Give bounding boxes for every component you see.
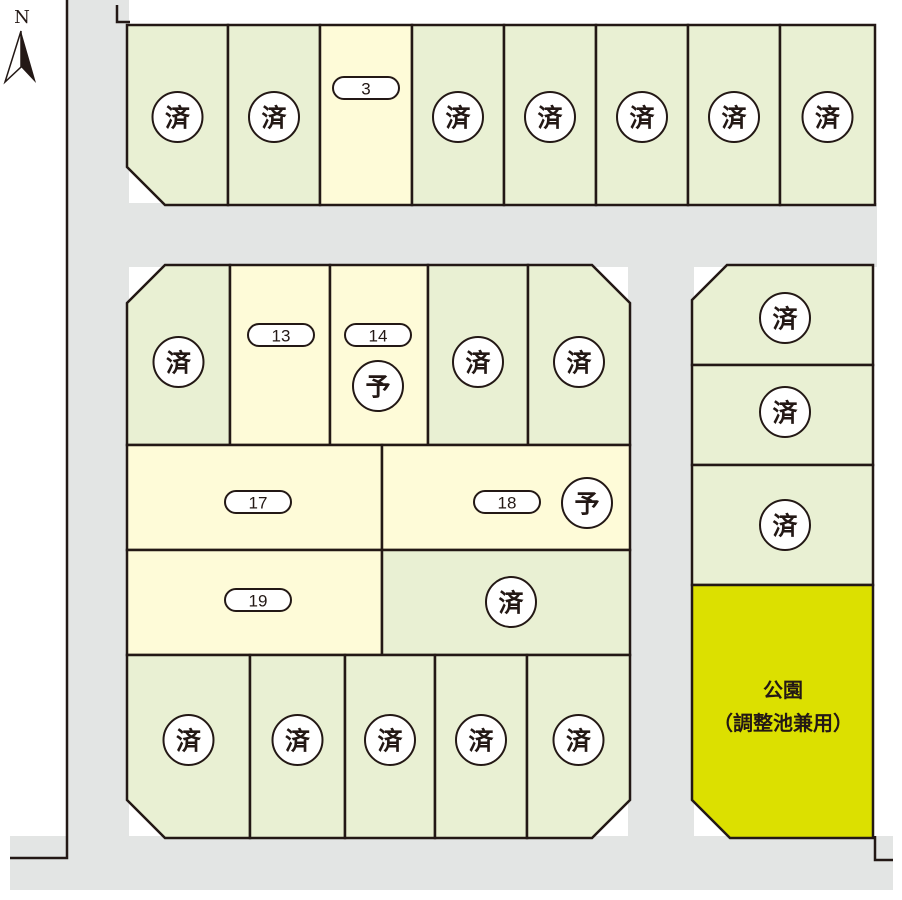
- lot-sold-24[interactable]: 済: [690, 463, 875, 587]
- sold-badge-icon: [364, 714, 416, 766]
- lot-sold-18[interactable]: 済: [248, 653, 347, 840]
- sold-mark: 済: [176, 727, 202, 756]
- lot-number: 18: [498, 494, 517, 513]
- lot-sold-11[interactable]: 済: [426, 263, 530, 447]
- sold-mark: 済: [629, 104, 655, 133]
- lot-number-badge: [344, 323, 412, 347]
- sold-badge-icon: [524, 91, 576, 143]
- reserved-mark: 予: [574, 490, 599, 519]
- road-east: [628, 265, 694, 840]
- lot-sold-7[interactable]: 済: [778, 23, 877, 207]
- sold-badge-icon: [455, 714, 507, 766]
- sold-mark: 済: [445, 104, 471, 133]
- park-parcel[interactable]: [690, 583, 875, 840]
- lot-number-badge: [473, 490, 541, 514]
- sold-mark: 済: [537, 104, 563, 133]
- sold-mark: 済: [498, 589, 524, 618]
- park-title: 公園: [763, 678, 803, 702]
- lot-number: 19: [249, 592, 268, 611]
- sold-mark: 済: [261, 104, 287, 133]
- north-arrow: N: [3, 7, 36, 85]
- sold-badge-icon: [553, 336, 605, 388]
- north-arrow-icon: [3, 30, 22, 85]
- lot-number-badge: [332, 76, 400, 100]
- reserved-badge-icon: [352, 360, 404, 412]
- lot-sold-1[interactable]: 済: [226, 23, 322, 207]
- north-label: N: [14, 7, 30, 28]
- lot-number-badge: [224, 490, 292, 514]
- lot-sold-17[interactable]: 済: [125, 653, 252, 840]
- sold-badge-icon: [759, 292, 811, 344]
- park[interactable]: 公園 （調整池兼用）: [690, 583, 875, 840]
- roads: [10, 0, 893, 890]
- lot-lot18[interactable]: 18 予: [380, 443, 632, 552]
- sold-mark: 済: [166, 349, 192, 378]
- sold-mark: 済: [815, 104, 841, 133]
- boundary-line: [115, 5, 130, 24]
- boundary-line: [873, 836, 893, 862]
- park-subtitle: （調整池兼用）: [713, 711, 853, 735]
- lot-lot19[interactable]: 19: [125, 548, 384, 657]
- lot-sold-5[interactable]: 済: [594, 23, 690, 207]
- lot-number: 14: [369, 327, 388, 346]
- lot-sold-0[interactable]: 済: [125, 23, 230, 207]
- reserved-mark: 予: [365, 373, 390, 402]
- lot-number-badge: [224, 588, 292, 612]
- lot-lot14[interactable]: 14 予: [328, 263, 430, 447]
- lot-parcel[interactable]: [328, 263, 430, 447]
- sold-mark: 済: [566, 727, 592, 756]
- lot-parcel[interactable]: [228, 263, 332, 447]
- lot-sold-6[interactable]: 済: [686, 23, 782, 207]
- sold-badge-icon: [432, 91, 484, 143]
- sold-badge-icon: [552, 714, 605, 766]
- sold-badge-icon: [485, 576, 537, 628]
- lot-sold-12[interactable]: 済: [526, 263, 632, 447]
- lot-lot17[interactable]: 17: [125, 443, 384, 552]
- lot-lot3[interactable]: 3: [318, 23, 414, 207]
- sold-mark: 済: [772, 399, 798, 428]
- lot-sold-3[interactable]: 済: [410, 23, 506, 207]
- sold-badge-icon: [248, 91, 300, 143]
- lot-sold-19[interactable]: 済: [343, 653, 437, 840]
- road-west: [67, 0, 129, 860]
- road-south: [10, 836, 893, 890]
- lot-number: 17: [249, 494, 268, 513]
- sold-mark: 済: [566, 349, 592, 378]
- lot-number-badge: [247, 323, 315, 347]
- sold-mark: 済: [377, 727, 403, 756]
- lot-sold-4[interactable]: 済: [502, 23, 598, 207]
- sold-mark: 済: [465, 349, 491, 378]
- north-arrow-icon-dark: [21, 31, 36, 83]
- sold-badge-icon: [759, 386, 811, 438]
- lot-sold-23[interactable]: 済: [690, 363, 875, 467]
- lot-number: 3: [361, 80, 370, 99]
- sold-badge-icon: [616, 91, 668, 143]
- lot-lot13[interactable]: 13: [228, 263, 332, 447]
- sold-badge-icon: [452, 336, 504, 388]
- sold-mark: 済: [285, 727, 311, 756]
- lot-sold-16[interactable]: 済: [380, 548, 632, 657]
- sold-mark: 済: [772, 512, 798, 541]
- sold-badge-icon: [152, 336, 205, 388]
- sold-badge-icon: [708, 91, 760, 143]
- lot-sold-8[interactable]: 済: [125, 263, 232, 447]
- sold-mark: 済: [721, 104, 747, 133]
- sold-mark: 済: [165, 104, 191, 133]
- lot-sold-22[interactable]: 済: [690, 263, 875, 367]
- sold-badge-icon: [801, 91, 854, 143]
- sold-mark: 済: [772, 305, 798, 334]
- sold-badge-icon: [151, 91, 204, 143]
- reserved-badge-icon: [561, 477, 613, 529]
- lot-parcel[interactable]: [318, 23, 414, 207]
- sold-mark: 済: [468, 727, 494, 756]
- sold-badge-icon: [271, 714, 324, 766]
- lot-sold-20[interactable]: 済: [433, 653, 529, 840]
- sold-badge-icon: [759, 499, 811, 551]
- lot-number: 13: [272, 327, 291, 346]
- lot-sold-21[interactable]: 済: [525, 653, 632, 840]
- road-middle: [127, 203, 877, 267]
- sold-badge-icon: [162, 714, 215, 766]
- boundary-line: [10, 0, 69, 860]
